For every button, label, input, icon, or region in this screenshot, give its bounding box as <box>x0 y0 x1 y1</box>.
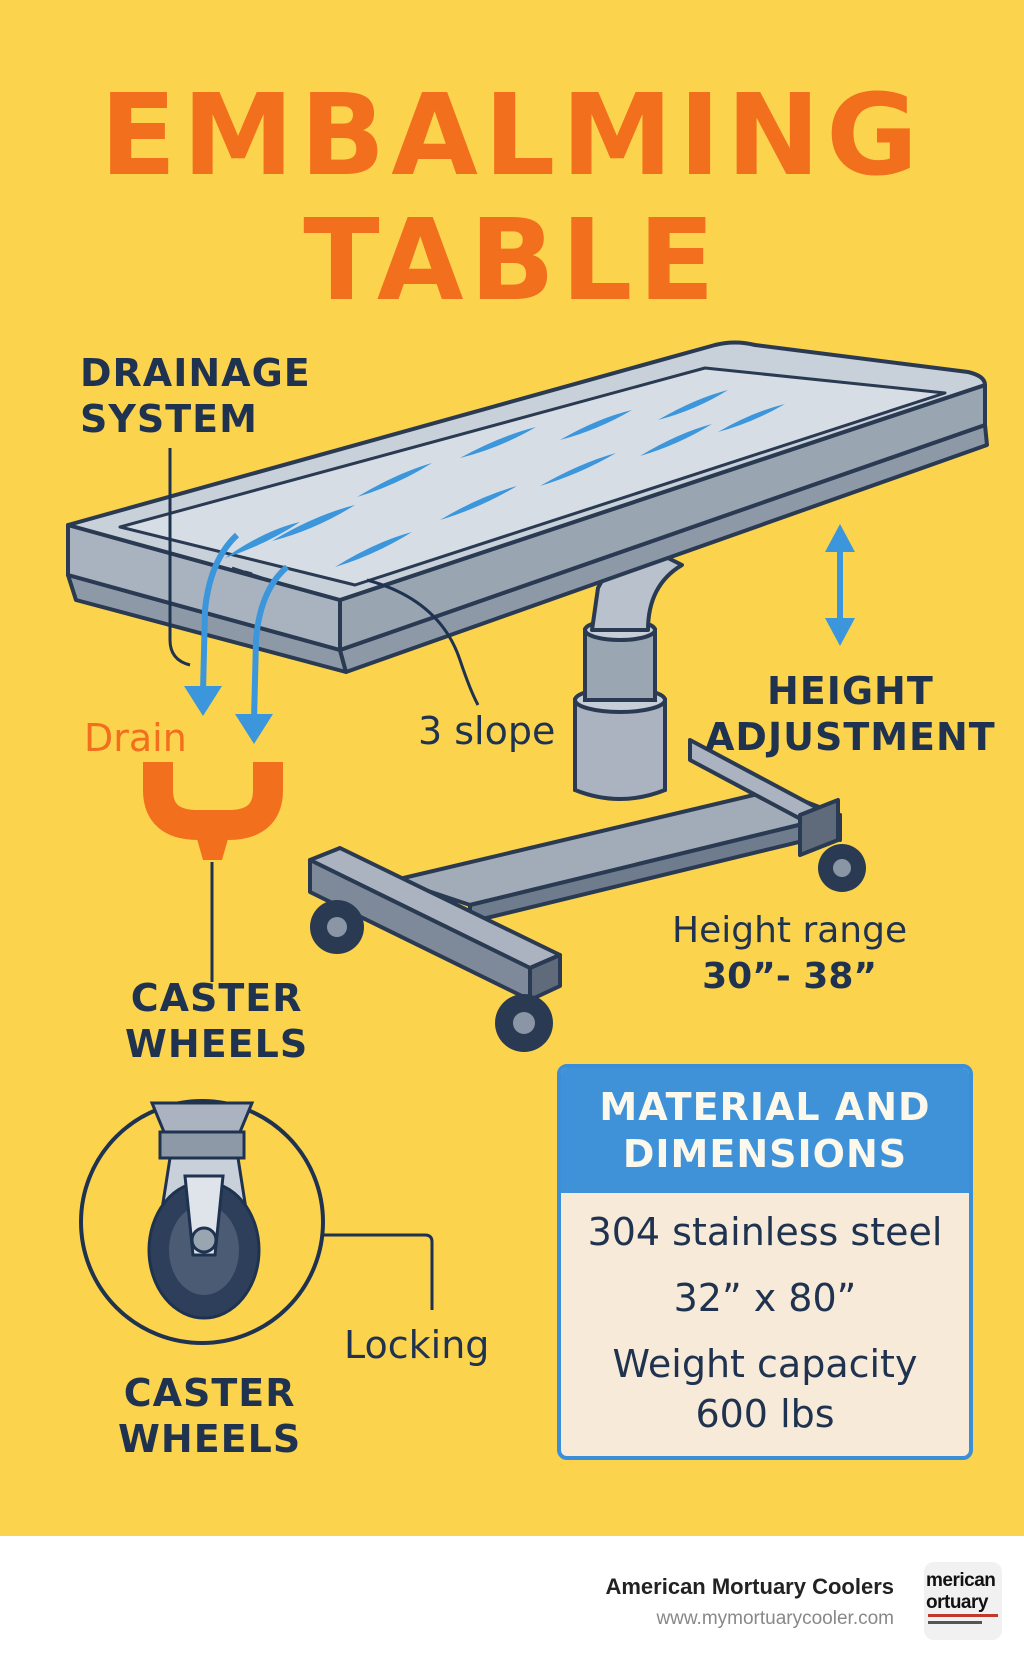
spec-material: 304 stainless steel <box>587 1210 943 1254</box>
spec-panel-body: 304 stainless steel 32” x 80” Weight cap… <box>561 1193 969 1439</box>
title-line-1: EMBALMING <box>99 71 925 201</box>
brand-name: American Mortuary Coolers <box>605 1574 894 1599</box>
caster-wheel-icon <box>79 1099 434 1345</box>
drain-trap-icon <box>143 762 283 982</box>
material-dimensions-panel: MATERIAL AND DIMENSIONS 304 stainless st… <box>557 1064 973 1460</box>
spec-capacity-label: Weight capacity <box>612 1342 918 1386</box>
footer: American Mortuary Coolers www.mymortuary… <box>0 1536 1024 1666</box>
caster-upper-line-2: WHEELS <box>125 1022 309 1066</box>
drip-icon <box>225 390 785 567</box>
brand-url-link[interactable]: www.mymortuarycooler.com <box>656 1608 894 1629</box>
height-adjustment-label: HEIGHT ADJUSTMENT <box>705 668 996 760</box>
height-label-line-2: ADJUSTMENT <box>705 715 996 759</box>
drainage-label-line-2: SYSTEM <box>80 397 258 441</box>
drain-label: Drain <box>84 716 187 760</box>
logo-text-line-2: ortuary <box>926 1592 988 1613</box>
caster-wheels-label-upper: CASTER WHEELS <box>125 975 308 1067</box>
spec-capacity-value: 600 lbs <box>695 1392 835 1436</box>
height-range-value: 30”- 38” <box>702 956 878 997</box>
locking-label: Locking <box>344 1323 490 1367</box>
spec-header-line-1: MATERIAL AND <box>599 1084 931 1129</box>
drainage-label-line-1: DRAINAGE <box>80 351 311 395</box>
double-arrow-icon <box>825 524 855 646</box>
drainage-system-label: DRAINAGE SYSTEM <box>80 350 311 442</box>
infographic-poster: EMBALMING TABLE DRAINAGE SYSTEM Drain 3 … <box>0 0 1024 1536</box>
logo-stripe <box>928 1614 998 1617</box>
base-wheels <box>310 844 866 1052</box>
height-label-line-1: HEIGHT <box>766 669 934 713</box>
table-base <box>308 738 842 1002</box>
logo-stripe <box>928 1621 982 1624</box>
caster-wheels-label-lower: CASTER WHEELS <box>118 1370 301 1462</box>
table-illustration <box>66 340 989 1345</box>
slope-label: 3 slope <box>418 709 556 753</box>
drain-flow-arrows <box>184 532 290 744</box>
spec-dimensions: 32” x 80” <box>673 1276 857 1320</box>
spec-header-line-2: DIMENSIONS <box>622 1131 908 1176</box>
spec-panel-header: MATERIAL AND DIMENSIONS <box>561 1068 969 1193</box>
logo-text-line-1: merican <box>926 1570 996 1591</box>
title-line-2: TABLE <box>303 196 721 326</box>
height-range-label: Height range 30”- 38” <box>672 908 907 1000</box>
brand-logo: merican ortuary <box>924 1562 1002 1640</box>
caster-lower-line-1: CASTER <box>123 1371 296 1415</box>
height-range-line-1: Height range <box>672 910 908 951</box>
caster-lower-line-2: WHEELS <box>118 1417 302 1461</box>
caster-upper-line-1: CASTER <box>130 976 303 1020</box>
